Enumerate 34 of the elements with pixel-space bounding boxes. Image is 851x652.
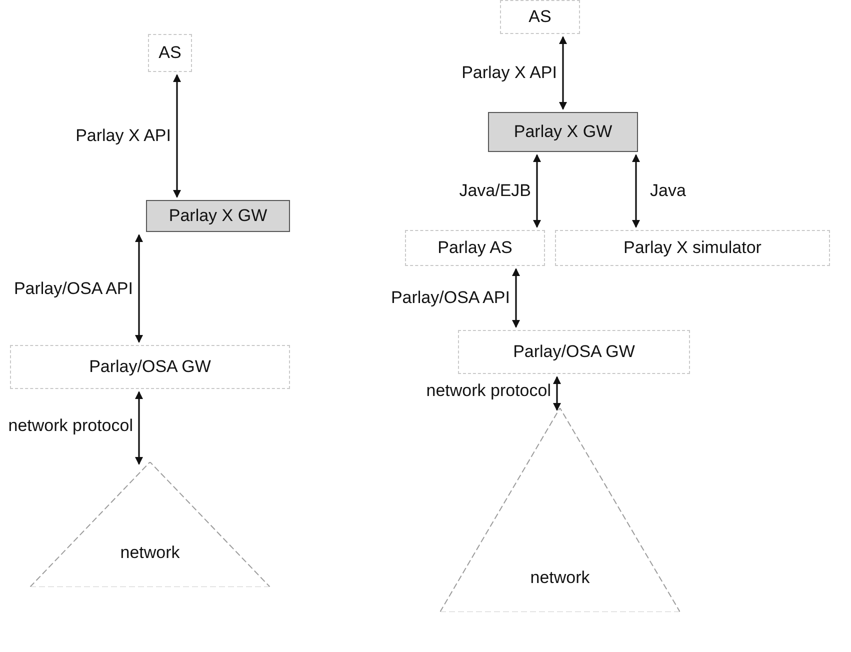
edge-label: network protocol	[8, 416, 133, 436]
component-box	[10, 345, 290, 389]
edge-label: Parlay X API	[462, 63, 557, 83]
edge-label: Parlay X API	[76, 126, 171, 146]
node-label: Parlay X simulator	[624, 237, 762, 260]
component-box	[148, 34, 192, 72]
node-label: network	[120, 542, 180, 564]
double-arrow	[632, 154, 640, 228]
double-arrow	[135, 234, 143, 343]
network-triangle	[30, 462, 270, 587]
double-arrow	[135, 391, 143, 465]
double-arrow	[553, 376, 561, 411]
gateway-box	[146, 200, 290, 232]
node-label: AS	[528, 6, 552, 28]
double-arrow	[512, 268, 520, 328]
node-label: Parlay/OSA GW	[89, 356, 211, 378]
component-box	[458, 330, 690, 374]
double-arrow	[559, 36, 567, 110]
node-label: AS	[158, 42, 182, 64]
edge-label: network protocol	[426, 381, 551, 401]
node-label: Parlay AS	[438, 237, 512, 260]
node-label: Parlay X GW	[514, 121, 612, 144]
edge-label: Parlay/OSA API	[14, 278, 133, 298]
edge-label: Parlay/OSA API	[390, 288, 510, 308]
component-box	[405, 230, 545, 266]
node-label: network	[530, 566, 590, 588]
double-arrow	[533, 154, 541, 228]
gateway-box	[488, 112, 638, 152]
node-label: Parlay X GW	[168, 205, 268, 228]
component-box	[500, 0, 580, 34]
component-box	[555, 230, 830, 266]
double-arrow	[173, 74, 181, 198]
node-label: Parlay/OSA GW	[513, 341, 635, 364]
network-triangle	[440, 408, 680, 612]
